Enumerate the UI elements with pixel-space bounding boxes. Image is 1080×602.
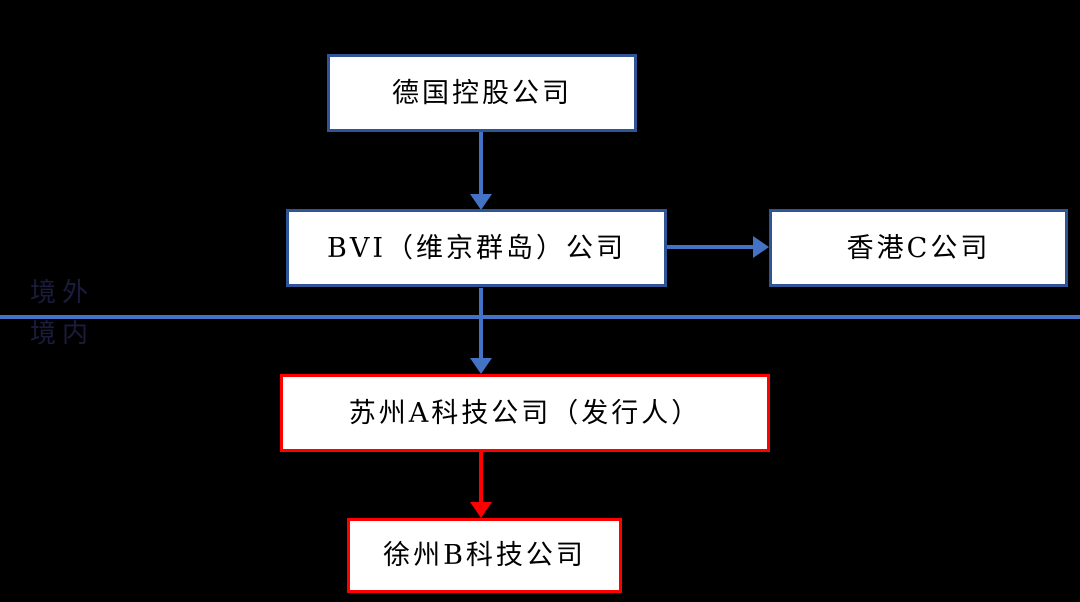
node-germany-holding: 德国控股公司 [327, 54, 637, 132]
node-label: 徐州B科技公司 [383, 540, 586, 571]
node-suzhou-a-issuer: 苏州A科技公司（发行人） [280, 374, 770, 452]
node-label: BVI（维京群岛）公司 [326, 232, 626, 264]
node-hongkong-c-company: 香港C公司 [769, 209, 1068, 287]
arrow-right-icon [753, 236, 769, 258]
arrow-bvi-to-hongkong-line [667, 245, 753, 249]
node-bvi-company: BVI（维京群岛）公司 [286, 209, 667, 287]
region-label-overseas: 境外 [30, 278, 95, 308]
node-label: 香港C公司 [846, 232, 991, 264]
arrow-germany-to-bvi-line [479, 132, 483, 194]
arrow-down-icon [470, 358, 492, 374]
arrow-bvi-to-suzhou-line [479, 288, 483, 358]
region-divider-line [0, 315, 1080, 319]
arrow-down-icon [470, 502, 492, 518]
region-label-domestic: 境内 [30, 319, 95, 349]
arrow-down-icon [470, 194, 492, 210]
node-label: 苏州A科技公司（发行人） [348, 397, 702, 429]
node-label: 德国控股公司 [392, 77, 572, 109]
arrow-suzhou-to-xuzhou-line [479, 452, 483, 502]
node-xuzhou-b-company: 徐州B科技公司 [347, 518, 622, 593]
